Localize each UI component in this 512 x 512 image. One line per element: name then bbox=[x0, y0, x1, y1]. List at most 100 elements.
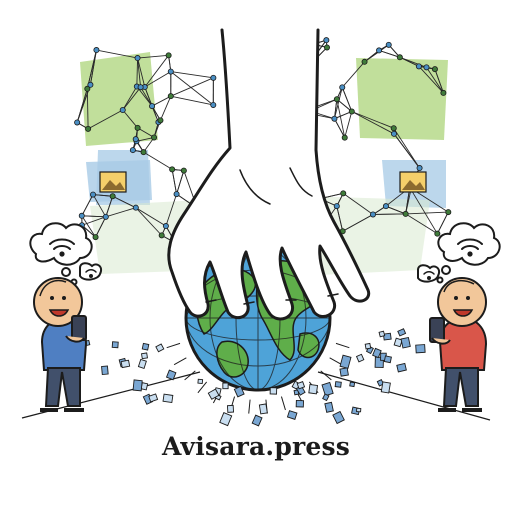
phone-icon bbox=[71, 315, 87, 341]
data-block bbox=[355, 353, 365, 363]
left-person bbox=[29, 222, 102, 412]
data-block bbox=[339, 354, 352, 369]
data-block bbox=[226, 404, 235, 413]
network-link bbox=[333, 99, 338, 119]
network-node bbox=[119, 107, 126, 114]
network-node bbox=[167, 68, 174, 75]
impact-line bbox=[320, 370, 332, 381]
network-link bbox=[364, 44, 389, 63]
network-link bbox=[135, 207, 163, 236]
network-node bbox=[361, 58, 368, 65]
network-link bbox=[170, 77, 214, 97]
network-link bbox=[122, 86, 141, 111]
network-link bbox=[81, 215, 96, 238]
network-node bbox=[134, 55, 141, 62]
wifi-icon bbox=[49, 238, 97, 278]
network-node bbox=[93, 47, 100, 54]
network-node bbox=[210, 74, 217, 81]
network-node bbox=[173, 191, 180, 198]
data-block bbox=[295, 399, 304, 408]
network-node bbox=[370, 211, 377, 218]
network-node bbox=[102, 213, 109, 220]
network-link bbox=[151, 95, 171, 107]
network-node bbox=[87, 81, 94, 88]
data-block bbox=[233, 385, 245, 398]
data-block bbox=[334, 381, 342, 388]
data-block bbox=[155, 343, 165, 353]
impact-line bbox=[173, 357, 187, 366]
data-block bbox=[378, 330, 386, 338]
network-node bbox=[134, 124, 141, 131]
network-link bbox=[341, 87, 353, 112]
network-link bbox=[144, 71, 172, 88]
network-node bbox=[434, 230, 441, 237]
network-link bbox=[418, 66, 444, 94]
network-link bbox=[399, 56, 420, 67]
data-block bbox=[148, 393, 159, 403]
data-block bbox=[396, 362, 407, 373]
network-link bbox=[137, 57, 146, 88]
network-node bbox=[376, 47, 383, 54]
network-node bbox=[78, 212, 85, 219]
data-block bbox=[141, 352, 148, 360]
data-block bbox=[269, 387, 278, 395]
network-node bbox=[74, 119, 81, 126]
data-block bbox=[382, 332, 392, 341]
network-link bbox=[378, 49, 400, 58]
network-node bbox=[129, 147, 136, 154]
network-link bbox=[393, 133, 420, 169]
data-block bbox=[308, 383, 319, 395]
network-link bbox=[342, 214, 374, 232]
network-node bbox=[210, 101, 217, 108]
hand-grabbing-globe bbox=[167, 28, 371, 321]
network-link bbox=[165, 193, 178, 227]
network-node bbox=[382, 203, 389, 210]
site-caption: Avisara.press bbox=[161, 432, 351, 461]
impact-line bbox=[184, 370, 196, 381]
thought-bubble bbox=[29, 222, 102, 286]
data-block bbox=[111, 341, 119, 349]
network-node bbox=[323, 37, 330, 44]
network-link bbox=[351, 111, 395, 135]
network-link bbox=[137, 57, 142, 88]
network-link bbox=[344, 111, 353, 138]
network-link bbox=[140, 86, 153, 107]
network-node bbox=[149, 103, 156, 110]
data-block bbox=[397, 328, 407, 337]
network-node bbox=[132, 136, 139, 143]
network-node bbox=[416, 165, 423, 172]
network-link bbox=[385, 205, 406, 215]
data-block bbox=[219, 412, 233, 427]
network-link bbox=[170, 95, 214, 106]
data-block bbox=[120, 359, 131, 369]
network-node bbox=[339, 84, 346, 91]
impact-line bbox=[248, 399, 251, 414]
network-link bbox=[171, 169, 178, 195]
data-block bbox=[132, 379, 143, 392]
data-block bbox=[415, 344, 426, 354]
impact-line bbox=[335, 342, 350, 349]
network-link bbox=[137, 54, 169, 59]
network-node bbox=[157, 117, 164, 124]
network-link bbox=[143, 137, 155, 153]
network-link bbox=[81, 194, 94, 216]
data-block bbox=[376, 379, 385, 387]
network-link bbox=[122, 109, 138, 129]
impact-line bbox=[197, 381, 208, 394]
network-node bbox=[431, 66, 438, 73]
network-link bbox=[405, 213, 438, 235]
data-block bbox=[321, 381, 334, 397]
network-link bbox=[351, 111, 394, 129]
network-node bbox=[162, 223, 169, 230]
network-link bbox=[170, 71, 214, 79]
data-block bbox=[332, 410, 345, 425]
network-link bbox=[81, 224, 96, 238]
network-link bbox=[92, 194, 107, 218]
network-node bbox=[423, 64, 430, 71]
data-block bbox=[101, 365, 109, 376]
data-block bbox=[400, 336, 411, 349]
network-link bbox=[93, 194, 113, 197]
network-link bbox=[393, 127, 420, 169]
image-icon bbox=[99, 171, 427, 193]
network-link bbox=[334, 118, 346, 138]
